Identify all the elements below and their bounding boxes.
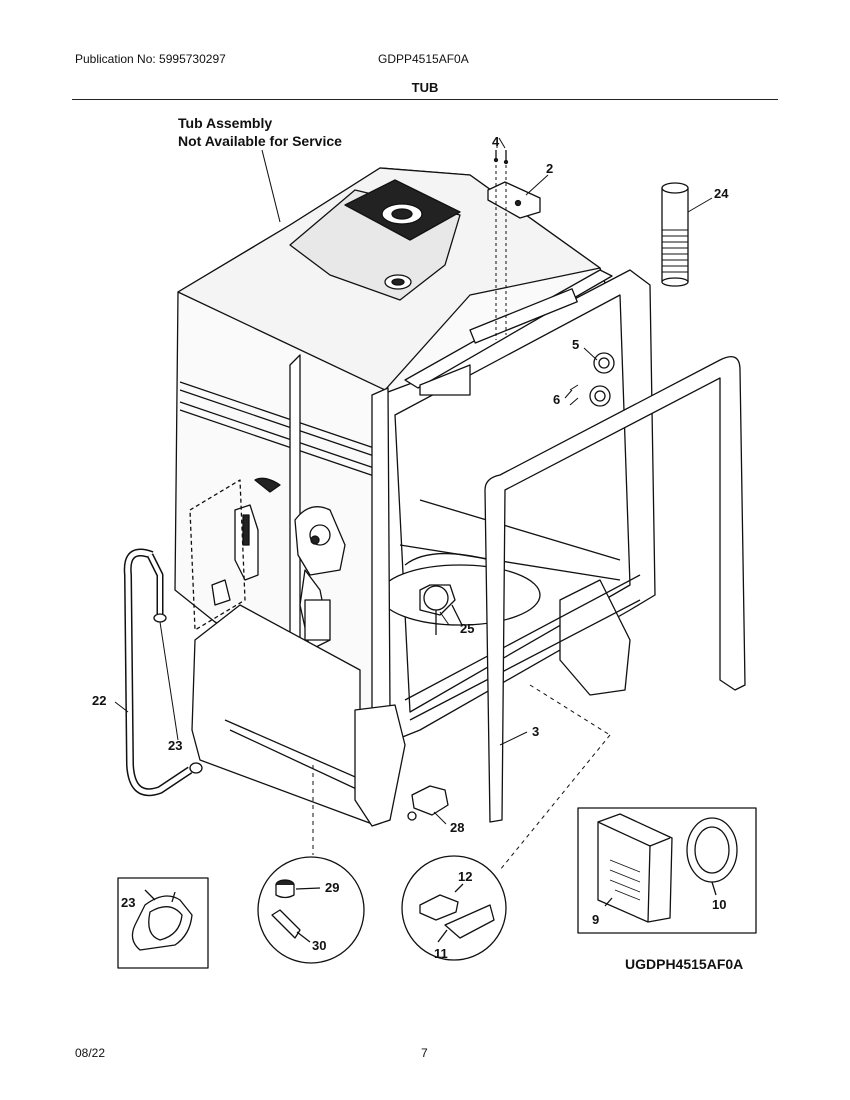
inset-circle-29-30 bbox=[257, 856, 365, 964]
callout-25: 25 bbox=[460, 621, 474, 636]
vent-part-24 bbox=[661, 182, 689, 287]
tub-note-line1: Tub Assembly bbox=[178, 115, 273, 131]
detergent-parts-5-6 bbox=[569, 352, 615, 407]
inset-circle-11-12 bbox=[401, 855, 507, 961]
callout-labels: 2 3 4 5 6 9 10 11 12 22 23 23 24 25 28 2… bbox=[92, 134, 729, 961]
callout-9: 9 bbox=[592, 912, 599, 927]
inset-controller-9-10 bbox=[577, 807, 757, 934]
diagram-code: UGDPH4515AF0A bbox=[625, 956, 744, 972]
callout-3: 3 bbox=[532, 724, 539, 739]
front-left-post bbox=[354, 387, 406, 827]
section-title: TUB bbox=[411, 80, 439, 95]
model-number: GDPP4515AF0A bbox=[378, 52, 469, 66]
callout-24: 24 bbox=[714, 186, 729, 201]
callout-28: 28 bbox=[450, 820, 464, 835]
hose-clamp-23 bbox=[153, 613, 203, 774]
tub-note-line2: Not Available for Service bbox=[178, 133, 342, 149]
callout-10: 10 bbox=[712, 897, 726, 912]
bracket-part-2 bbox=[487, 150, 541, 340]
callout-22: 22 bbox=[92, 693, 106, 708]
callout-12: 12 bbox=[458, 869, 472, 884]
callout-23-inset: 23 bbox=[121, 895, 135, 910]
projection-lines bbox=[312, 684, 611, 871]
callout-6: 6 bbox=[553, 392, 560, 407]
callout-4: 4 bbox=[492, 134, 500, 149]
left-bracket bbox=[189, 477, 281, 631]
inset-clamp-23 bbox=[117, 877, 209, 969]
callout-2: 2 bbox=[546, 161, 553, 176]
drain-hose-22 bbox=[123, 548, 193, 797]
callout-11: 11 bbox=[434, 946, 448, 961]
door-gasket-3 bbox=[484, 356, 746, 823]
float-assembly bbox=[294, 506, 346, 651]
callout-29: 29 bbox=[325, 880, 339, 895]
header-divider bbox=[72, 99, 778, 100]
tub-assembly-note: Tub Assembly Not Available for Service bbox=[178, 114, 342, 150]
page-number: 7 bbox=[421, 1046, 428, 1060]
callout-30: 30 bbox=[312, 938, 326, 953]
callout-23: 23 bbox=[168, 738, 182, 753]
callout-5: 5 bbox=[572, 337, 579, 352]
switch-part-28 bbox=[407, 785, 449, 821]
publication-number: Publication No: 5995730297 bbox=[75, 52, 226, 66]
leader-lines bbox=[114, 137, 713, 825]
footer-date: 08/22 bbox=[75, 1046, 106, 1060]
